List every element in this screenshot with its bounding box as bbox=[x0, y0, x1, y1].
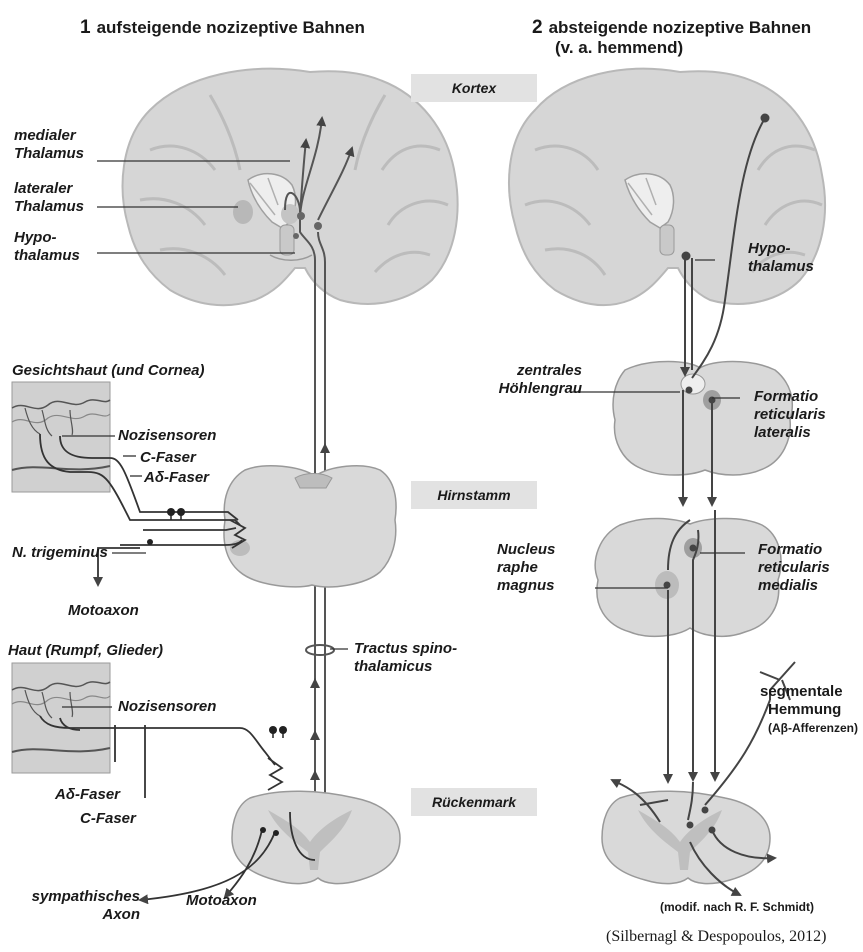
level-box-brainstem: Hirnstamm bbox=[411, 481, 537, 509]
label-medial-thalamus-line1: medialer bbox=[14, 127, 84, 145]
right-heading-number: 2 bbox=[532, 17, 543, 38]
label-motoaxon-spinal: Motoaxon bbox=[186, 892, 257, 910]
modification-note: (modif. nach R. F. Schmidt) bbox=[660, 900, 814, 914]
label-frl-line2: reticularis bbox=[754, 406, 826, 424]
label-hypothalamus-right-line2: thalamus bbox=[748, 258, 814, 276]
level-box-spinal-cord: Rückenmark bbox=[411, 788, 537, 816]
label-adelta-fiber-body: Aδ-Faser bbox=[55, 786, 120, 804]
left-spinal-cord bbox=[232, 791, 400, 883]
label-adelta-fiber-face: Aδ-Faser bbox=[144, 469, 209, 487]
lateral-thalamus-shape bbox=[233, 200, 253, 224]
label-tractus-spinothalamicus: Tractus spino- thalamicus bbox=[354, 640, 457, 676]
label-lateral-thalamus: lateraler Thalamus bbox=[14, 180, 84, 216]
label-frl-line1: Formatio bbox=[754, 388, 826, 406]
label-periaqueductal-gray: zentrales Höhlengrau bbox=[490, 362, 582, 398]
level-label-brainstem: Hirnstamm bbox=[437, 487, 510, 503]
label-medial-thalamus: medialer Thalamus bbox=[14, 127, 84, 163]
label-nociceptors-face: Nozisensoren bbox=[118, 427, 216, 445]
label-frm-line2: reticularis bbox=[758, 559, 830, 577]
label-hypothalamus-right: Hypo- thalamus bbox=[748, 240, 814, 276]
label-pag-line2: Höhlengrau bbox=[490, 380, 582, 398]
label-formatio-reticularis-lateralis: Formatio reticularis lateralis bbox=[754, 388, 826, 442]
label-lateral-thalamus-line1: lateraler bbox=[14, 180, 84, 198]
body-skin-inset bbox=[12, 663, 110, 773]
label-trigeminal: N. trigeminus bbox=[12, 544, 108, 562]
right-heading: 2 absteigende nozizeptive Bahnen bbox=[532, 18, 811, 38]
level-label-spinal-cord: Rückenmark bbox=[432, 794, 516, 810]
label-pag-line1: zentrales bbox=[490, 362, 582, 380]
label-hypothalamus-right-line1: Hypo- bbox=[748, 240, 814, 258]
label-sympathetic-line2: Axon bbox=[30, 906, 140, 924]
label-sympathetic-axon: sympathisches Axon bbox=[30, 888, 140, 924]
label-hypothalamus-left-line1: Hypo- bbox=[14, 229, 80, 247]
right-medulla-section bbox=[595, 518, 781, 636]
right-heading-title-line1: absteigende nozizeptive Bahnen bbox=[549, 18, 812, 37]
citation: (Silbernagl & Despopoulos, 2012) bbox=[606, 928, 826, 946]
label-tract-line1: Tractus spino- bbox=[354, 640, 457, 658]
left-heading-title: aufsteigende nozizeptive Bahnen bbox=[97, 18, 365, 37]
label-face-skin: Gesichtshaut (und Cornea) bbox=[12, 362, 205, 380]
label-tract-line2: thalamicus bbox=[354, 658, 457, 676]
label-raphe-line3: magnus bbox=[497, 577, 555, 595]
right-spinal-cord bbox=[602, 791, 770, 883]
left-brain-section bbox=[123, 69, 458, 305]
face-skin-inset bbox=[12, 382, 110, 492]
right-heading-line2: (v. a. hemmend) bbox=[555, 38, 683, 58]
label-sympathetic-line1: sympathisches bbox=[30, 888, 140, 906]
label-body-skin: Haut (Rumpf, Glieder) bbox=[8, 642, 163, 660]
left-brainstem-section bbox=[224, 466, 396, 587]
label-frm-line1: Formatio bbox=[758, 541, 830, 559]
label-c-fiber-face: C-Faser bbox=[140, 449, 196, 467]
left-heading-number: 1 bbox=[80, 17, 91, 38]
label-lateral-thalamus-line2: Thalamus bbox=[14, 198, 84, 216]
label-frm-line3: medialis bbox=[758, 577, 830, 595]
label-motoaxon-brainstem: Motoaxon bbox=[68, 602, 139, 620]
label-segmental-inhibition: segmentale Hemmung (Aβ-Afferenzen) bbox=[760, 683, 858, 737]
label-seg-line3: (Aβ-Afferenzen) bbox=[760, 719, 858, 737]
label-formatio-reticularis-medialis: Formatio reticularis medialis bbox=[758, 541, 830, 595]
label-raphe-line1: Nucleus bbox=[497, 541, 555, 559]
label-hypothalamus-left: Hypo- thalamus bbox=[14, 229, 80, 265]
label-hypothalamus-left-line2: thalamus bbox=[14, 247, 80, 265]
label-c-fiber-body: C-Faser bbox=[80, 810, 136, 828]
label-nociceptors-body: Nozisensoren bbox=[118, 698, 216, 716]
label-frl-line3: lateralis bbox=[754, 424, 826, 442]
left-heading: 1 aufsteigende nozizeptive Bahnen bbox=[80, 18, 365, 38]
label-medial-thalamus-line2: Thalamus bbox=[14, 145, 84, 163]
label-raphe-line2: raphe bbox=[497, 559, 555, 577]
level-label-cortex: Kortex bbox=[452, 80, 496, 96]
label-nucleus-raphe-magnus: Nucleus raphe magnus bbox=[497, 541, 555, 595]
label-seg-line1: segmentale bbox=[760, 683, 858, 701]
level-box-cortex: Kortex bbox=[411, 74, 537, 102]
label-seg-line2: Hemmung bbox=[760, 701, 858, 719]
